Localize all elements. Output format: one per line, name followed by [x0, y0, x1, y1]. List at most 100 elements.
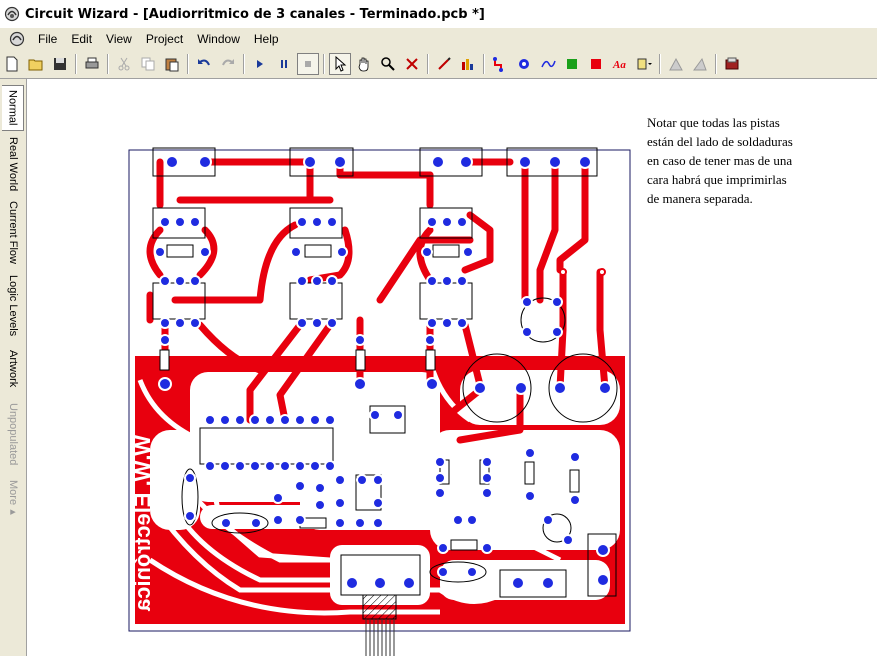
redo-icon	[222, 59, 234, 66]
pcb-canvas[interactable]: W.W. Electrónica Notar que todas las pis…	[27, 79, 877, 656]
zoom-tool[interactable]	[377, 53, 399, 75]
text-tool[interactable]: Aa	[609, 53, 631, 75]
window-title: Circuit Wizard - [Audiorritmico de 3 can…	[25, 6, 485, 22]
note-line: cara habrá que imprimirlas	[647, 172, 787, 187]
ribbon-cable	[365, 619, 395, 656]
probe-tool[interactable]	[433, 53, 455, 75]
tab-artwork[interactable]: Artwork	[7, 350, 19, 388]
toolbar: Aa	[0, 50, 877, 79]
menu-project[interactable]: Project	[145, 32, 184, 46]
cut-button[interactable]	[113, 53, 135, 75]
document-icon[interactable]	[9, 31, 25, 47]
toolbar-separator	[483, 54, 485, 74]
red-square-icon	[591, 59, 601, 69]
menu-file[interactable]: File	[38, 32, 58, 46]
note-line: en caso de tener mas de una	[647, 153, 793, 168]
svg-text:Aa: Aa	[612, 59, 626, 71]
isolation-channels	[137, 359, 603, 616]
curve-icon	[541, 60, 556, 68]
pause-icon	[281, 60, 287, 68]
tab-unpopulated[interactable]: Unpopulated	[7, 402, 19, 466]
toolbar-separator	[427, 54, 429, 74]
toolbar-separator	[323, 54, 325, 74]
paste-button[interactable]	[161, 53, 183, 75]
component-selector-tool[interactable]	[633, 53, 655, 75]
track-tool[interactable]	[489, 53, 511, 75]
board-silkscreen-text: W.W. Electrónica	[130, 435, 155, 612]
title-bar: Circuit Wizard - [Audiorritmico de 3 can…	[0, 0, 877, 29]
menu-edit[interactable]: Edit	[71, 32, 93, 46]
track-icon	[493, 57, 503, 72]
annotation-note: Notar que todas las pistas están del lad…	[647, 113, 847, 208]
undo-icon	[198, 59, 210, 66]
note-line: están del lado de soldaduras	[647, 134, 793, 149]
toolbar-separator	[659, 54, 661, 74]
scissors-icon	[118, 57, 130, 71]
probe-icon	[438, 57, 451, 70]
pcb-book-button[interactable]	[721, 53, 743, 75]
run-button[interactable]	[249, 53, 271, 75]
open-button[interactable]	[25, 53, 47, 75]
align-left-button[interactable]	[665, 53, 687, 75]
stop-icon	[305, 61, 311, 67]
tab-more[interactable]: More ▸	[2, 477, 24, 521]
pad-tool[interactable]	[513, 53, 535, 75]
stop-button[interactable]	[297, 53, 319, 75]
arrow-pointer-icon	[335, 56, 347, 72]
pad-icon	[519, 59, 529, 69]
view-mode-sidebar: Normal Real World Current Flow Logic Lev…	[0, 79, 27, 656]
save-icon	[54, 58, 66, 70]
pause-button[interactable]	[273, 53, 295, 75]
circuit-wizard-icon	[4, 6, 20, 22]
menu-help[interactable]: Help	[253, 32, 279, 46]
tab-real-world[interactable]: Real World	[7, 136, 19, 192]
curve-tool[interactable]	[537, 53, 559, 75]
pcb-layout[interactable]: W.W. Electrónica	[27, 79, 877, 656]
menu-window[interactable]: Window	[197, 32, 240, 46]
align-right-icon	[693, 57, 707, 71]
tab-more-label: More	[7, 479, 19, 506]
select-tool[interactable]	[329, 53, 351, 75]
delete-tool[interactable]	[401, 53, 423, 75]
save-button[interactable]	[49, 53, 71, 75]
graph-tool[interactable]	[457, 53, 479, 75]
tab-more-arrow-icon: ▸	[6, 505, 19, 519]
print-button[interactable]	[81, 53, 103, 75]
play-icon	[257, 60, 263, 68]
toolbar-separator	[715, 54, 717, 74]
paste-icon	[165, 58, 179, 72]
menu-bar: File Edit View Project Window Help	[0, 28, 877, 51]
undo-button[interactable]	[193, 53, 215, 75]
component-selector-icon	[637, 58, 652, 70]
note-line: de manera separada.	[647, 191, 753, 206]
new-file-button[interactable]	[1, 53, 23, 75]
small-components	[159, 244, 580, 551]
new-file-icon	[6, 56, 18, 72]
redo-button[interactable]	[217, 53, 239, 75]
delete-x-icon	[406, 58, 418, 70]
pads[interactable]	[154, 155, 612, 590]
solder-mask-tool[interactable]	[585, 53, 607, 75]
tab-normal[interactable]: Normal	[2, 85, 24, 131]
bar-graph-icon	[462, 59, 473, 70]
copper-area-tool[interactable]	[561, 53, 583, 75]
align-left-icon	[669, 57, 683, 71]
note-line: Notar que todas las pistas	[647, 115, 780, 130]
pan-tool[interactable]	[353, 53, 375, 75]
hand-icon	[358, 57, 369, 72]
open-folder-icon	[28, 59, 43, 71]
copy-button[interactable]	[137, 53, 159, 75]
text-aa-icon: Aa	[612, 59, 626, 71]
tab-current-flow[interactable]: Current Flow	[7, 200, 19, 264]
book-icon	[725, 57, 739, 70]
align-right-button[interactable]	[689, 53, 711, 75]
tab-logic-levels[interactable]: Logic Levels	[7, 275, 19, 337]
magnifier-icon	[381, 57, 395, 71]
toolbar-separator	[187, 54, 189, 74]
ribbon-connector	[362, 594, 397, 620]
copy-icon	[141, 57, 155, 71]
menu-view[interactable]: View	[106, 32, 132, 46]
toolbar-separator	[243, 54, 245, 74]
toolbar-separator	[75, 54, 77, 74]
copper-tracks-lower	[559, 268, 606, 276]
